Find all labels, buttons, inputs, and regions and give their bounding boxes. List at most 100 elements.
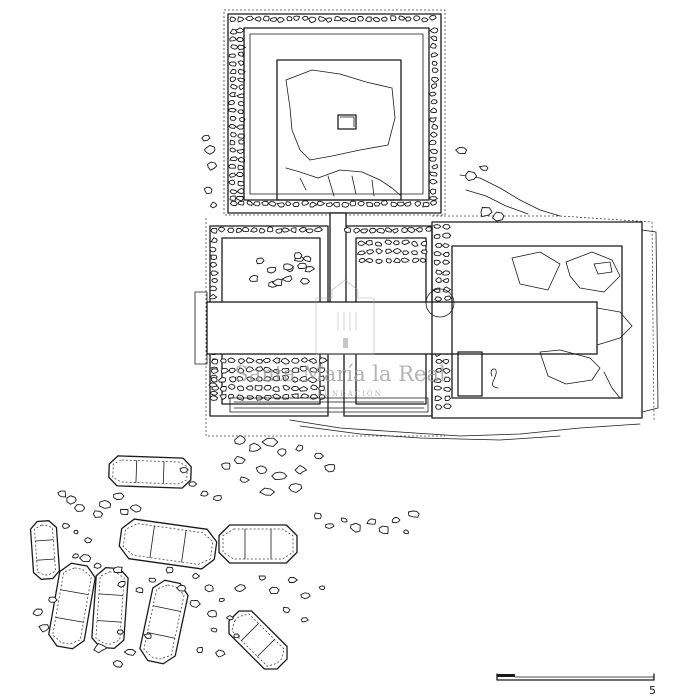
wall-stone bbox=[356, 16, 365, 22]
wall-stone bbox=[262, 357, 271, 364]
wall-stone bbox=[282, 393, 290, 400]
wall-stone bbox=[420, 249, 428, 255]
rubble-stone bbox=[203, 186, 213, 195]
wall-stone bbox=[237, 16, 245, 23]
wall-stone bbox=[228, 179, 236, 186]
rubble-stone bbox=[234, 584, 247, 593]
wall-stone bbox=[430, 99, 438, 105]
wall-stone bbox=[442, 251, 450, 257]
wall-stone bbox=[365, 240, 373, 246]
wall-stone bbox=[357, 240, 367, 247]
wall-stone bbox=[392, 228, 399, 234]
wall-stone bbox=[358, 258, 366, 264]
wall-stone bbox=[237, 385, 245, 392]
wall-stone bbox=[210, 254, 218, 261]
rubble-stone bbox=[192, 572, 201, 579]
rubble-stone bbox=[188, 481, 198, 487]
wall-stone bbox=[300, 393, 310, 399]
wall-stone bbox=[301, 200, 310, 206]
wall-stone bbox=[434, 395, 443, 402]
north-room-stone-wall bbox=[228, 15, 440, 208]
rubble-stone bbox=[287, 577, 299, 583]
wall-stone bbox=[429, 42, 437, 49]
wall-stone bbox=[425, 226, 433, 232]
wall-stone bbox=[317, 15, 327, 22]
wall-stone bbox=[269, 17, 278, 22]
rubble-stone bbox=[268, 586, 280, 595]
rubble-stone bbox=[300, 592, 311, 600]
wall-stone bbox=[209, 390, 219, 396]
wall-stone bbox=[429, 27, 439, 34]
wall-stone bbox=[252, 201, 261, 207]
wall-stone bbox=[444, 395, 451, 402]
tomb-8 bbox=[228, 610, 288, 670]
wall-stone bbox=[220, 385, 227, 392]
wall-stone bbox=[237, 188, 245, 195]
rubble-stone bbox=[204, 584, 214, 593]
watermark-logo bbox=[315, 279, 375, 355]
wall-stone bbox=[428, 91, 437, 97]
wall-stone bbox=[227, 227, 235, 233]
wall-stone bbox=[229, 36, 237, 42]
wall-stone bbox=[230, 44, 240, 50]
wall-stone bbox=[210, 237, 218, 243]
wall-stone bbox=[227, 357, 236, 363]
rubble-stone bbox=[325, 523, 335, 529]
wall-stone bbox=[392, 248, 403, 255]
wall-stone bbox=[412, 257, 420, 263]
wall-stone bbox=[332, 201, 340, 208]
wall-stone bbox=[373, 201, 381, 207]
wall-stone bbox=[406, 227, 415, 233]
rubble-stone bbox=[196, 646, 204, 653]
rubble-stone bbox=[57, 490, 67, 498]
wall-stone bbox=[353, 227, 361, 234]
wall-stone bbox=[290, 385, 301, 392]
tomb-3 bbox=[218, 524, 298, 564]
wall-stone bbox=[290, 376, 299, 383]
wall-stone bbox=[403, 201, 412, 207]
wall-stone bbox=[211, 278, 218, 284]
rubble-stone bbox=[234, 434, 246, 445]
north-square-room bbox=[223, 9, 446, 216]
wall-stone bbox=[434, 404, 443, 410]
wall-stone bbox=[430, 35, 438, 41]
wall-stone bbox=[442, 270, 451, 276]
rubble-stone bbox=[391, 516, 401, 524]
rubble-stone bbox=[189, 599, 201, 608]
wall-stone bbox=[401, 227, 408, 234]
rubble-stone bbox=[84, 537, 93, 544]
wall-stone bbox=[308, 16, 317, 24]
wall-stone bbox=[263, 385, 272, 391]
wall-stone bbox=[238, 84, 245, 91]
rubble-stone bbox=[213, 495, 222, 502]
rubble-stone bbox=[478, 165, 489, 171]
wall-stone bbox=[245, 357, 255, 364]
wall-stone bbox=[263, 366, 272, 373]
wall-stone bbox=[217, 226, 226, 233]
wall-stone bbox=[237, 100, 245, 107]
wall-stone bbox=[319, 357, 328, 364]
wall-stone bbox=[419, 257, 427, 263]
wall-stone bbox=[261, 200, 269, 206]
rubble-stone bbox=[78, 554, 92, 562]
wall-stone bbox=[349, 200, 357, 207]
wall-stone bbox=[210, 358, 219, 365]
rubble-stone bbox=[120, 508, 129, 516]
wall-stone bbox=[237, 180, 245, 187]
wall-stone bbox=[258, 227, 266, 234]
wall-stone bbox=[298, 385, 309, 392]
wall-stone bbox=[420, 240, 427, 247]
tomb-5 bbox=[48, 562, 96, 650]
wall-stone bbox=[235, 124, 245, 130]
wall-stone bbox=[237, 133, 246, 139]
wall-stone bbox=[229, 147, 236, 153]
rubble-stone bbox=[210, 627, 218, 633]
wall-stone bbox=[430, 107, 437, 113]
wall-stone bbox=[246, 200, 253, 207]
tomb-1 bbox=[108, 455, 192, 489]
wall-stone bbox=[237, 164, 245, 171]
wall-stone bbox=[433, 259, 442, 266]
wall-stone bbox=[254, 385, 263, 391]
wall-stone bbox=[414, 227, 423, 233]
wall-stone bbox=[228, 107, 237, 113]
